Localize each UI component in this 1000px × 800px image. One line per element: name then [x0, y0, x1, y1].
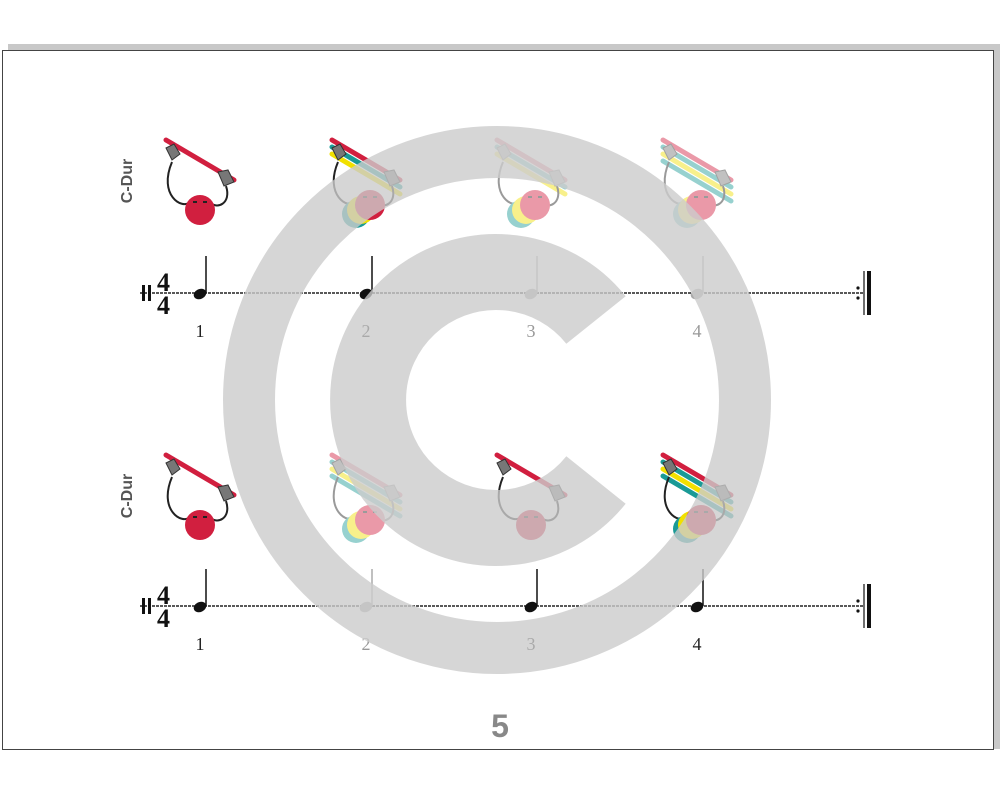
- barline-thick: [867, 271, 871, 315]
- quarter-note-head: [193, 601, 207, 613]
- eye: [704, 511, 708, 513]
- mallet-figure-icon: [494, 452, 568, 540]
- right-hand-icon: [548, 484, 566, 502]
- eye: [373, 511, 377, 513]
- quarter-note-head: [193, 288, 207, 300]
- eye: [524, 516, 528, 518]
- percussion-clef: [142, 598, 145, 614]
- eye: [203, 201, 207, 203]
- barline-thick: [867, 584, 871, 628]
- repeat-dot: [856, 286, 860, 290]
- eye: [373, 196, 377, 198]
- mallet-figure-icon: [660, 452, 734, 543]
- eye: [203, 516, 207, 518]
- eye: [193, 201, 197, 203]
- time-signature-denominator: 4: [157, 604, 170, 633]
- eye: [363, 196, 367, 198]
- head-ball: [185, 510, 215, 540]
- mallet-figure-icon: [163, 452, 237, 540]
- beat-number: 1: [196, 634, 205, 654]
- beat-number: 3: [527, 321, 536, 341]
- head-ball: [185, 195, 215, 225]
- beat-number: 4: [693, 321, 702, 341]
- repeat-dot: [856, 599, 860, 603]
- beat-number: 2: [362, 321, 371, 341]
- eye: [193, 516, 197, 518]
- page-number: 5: [491, 708, 509, 744]
- mallet-figure-icon: [329, 452, 403, 543]
- percussion-clef: [142, 285, 145, 301]
- left-hand-icon: [165, 458, 181, 476]
- right-hand-icon: [217, 484, 235, 502]
- percussion-clef: [148, 598, 151, 614]
- repeat-dot: [856, 296, 860, 300]
- head-ball: [686, 190, 716, 220]
- eye: [538, 196, 542, 198]
- right-hand-icon: [217, 169, 235, 187]
- repeat-dot: [856, 609, 860, 613]
- percussion-clef: [148, 285, 151, 301]
- head-ball: [516, 510, 546, 540]
- beat-number: 4: [693, 634, 702, 654]
- eye: [528, 196, 532, 198]
- mallet-figure-icon: [163, 137, 237, 225]
- head-ball: [520, 190, 550, 220]
- head-ball: [355, 190, 385, 220]
- head-ball: [355, 505, 385, 535]
- eye: [534, 516, 538, 518]
- left-hand-icon: [165, 143, 181, 161]
- beat-number: 3: [527, 634, 536, 654]
- eye: [704, 196, 708, 198]
- eye: [363, 511, 367, 513]
- mallet-figure-icon: [329, 137, 403, 228]
- time-signature-numerator: 4: [157, 268, 170, 297]
- time-signature-denominator: 4: [157, 291, 170, 320]
- mallet-figure-icon: [494, 137, 568, 228]
- eye: [694, 511, 698, 513]
- time-signature-numerator: 4: [157, 581, 170, 610]
- beat-number: 1: [196, 321, 205, 341]
- head-ball: [686, 505, 716, 535]
- eye: [694, 196, 698, 198]
- beat-number: 2: [362, 634, 371, 654]
- mallet-figure-icon: [660, 137, 734, 228]
